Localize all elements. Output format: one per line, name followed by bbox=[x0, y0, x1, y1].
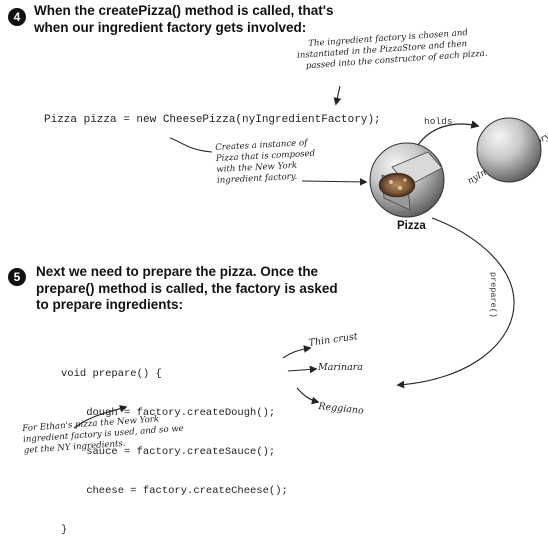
step-4-heading-line1: When the createPizza() method is called,… bbox=[34, 3, 334, 18]
step-5-heading: Next we need to prepare the pizza. Once … bbox=[36, 264, 338, 314]
code-prepare-line5: } bbox=[61, 524, 68, 536]
sauce-arrow bbox=[287, 365, 318, 374]
pizza-object-icon bbox=[369, 142, 445, 218]
step-5-badge: 5 bbox=[8, 268, 26, 286]
cheese-arrow bbox=[296, 387, 320, 405]
code-to-note-curve bbox=[169, 137, 213, 153]
code-prepare-line3: sauce = factory.createSauce(); bbox=[61, 446, 276, 458]
dough-arrow bbox=[282, 345, 312, 359]
step-4-heading-line2: when our ingredient factory gets involve… bbox=[34, 19, 307, 35]
step-4-badge: 4 bbox=[8, 8, 26, 26]
pizza-label: Pizza bbox=[397, 220, 426, 232]
creates-note-arrow bbox=[301, 178, 368, 186]
code-prepare-line2: dough = factory.createDough(); bbox=[61, 407, 276, 419]
holds-arrow bbox=[417, 120, 480, 146]
code-prepare-line4: cheese = factory.createCheese(); bbox=[61, 485, 288, 497]
ingredient-sauce: Marinara bbox=[318, 362, 363, 373]
step-5-heading-line1: Next we need to prepare the pizza. Once … bbox=[36, 264, 319, 279]
code-prepare-line1: void prepare() { bbox=[61, 368, 162, 380]
step-5-heading-line3: to prepare ingredients: bbox=[36, 297, 184, 312]
factory-object-icon bbox=[476, 117, 542, 183]
step-4-heading: When the createPizza() method is called,… bbox=[34, 3, 334, 36]
diagram-graphics bbox=[73, 85, 542, 429]
code-new-pizza: Pizza pizza = new CheesePizza(nyIngredie… bbox=[44, 114, 381, 126]
prepare-arrow bbox=[396, 217, 515, 389]
ethan-note-arrow bbox=[73, 404, 128, 429]
factory-note-arrow bbox=[333, 85, 342, 106]
holds-label: holds bbox=[424, 116, 453, 127]
step-5-heading-line2: prepare() method is called, the factory … bbox=[36, 280, 338, 296]
